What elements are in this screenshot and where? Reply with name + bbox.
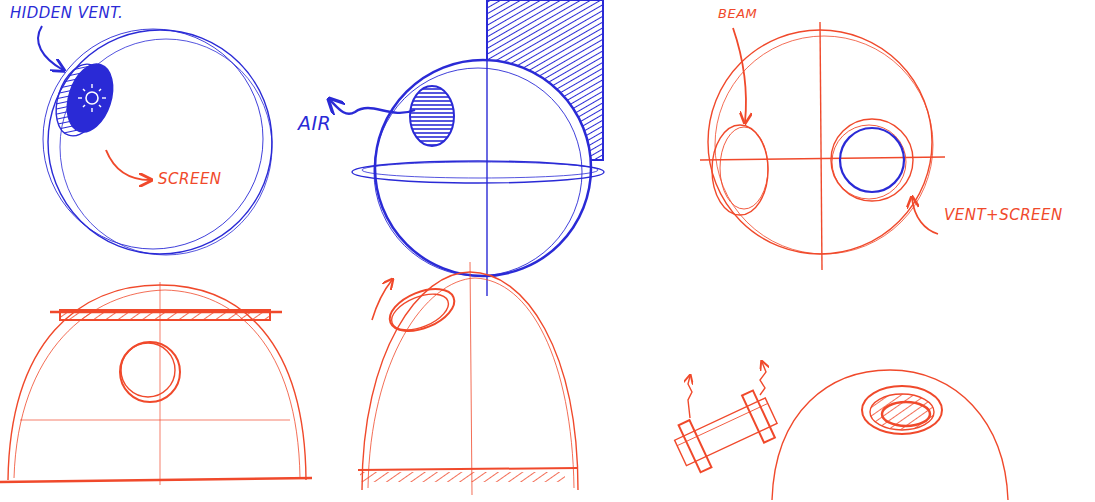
- dome-duct-sketch: [670, 362, 1008, 500]
- dome-duct-sketch-stroke: [772, 370, 1008, 500]
- sphere-sketch-stroke: [78, 84, 106, 112]
- dome-top-vent-sketch-stroke: [372, 280, 392, 320]
- callout-label: AIR: [296, 112, 333, 135]
- sphere-beam-sketch-stroke: [832, 125, 906, 199]
- dome-air-sketch-stroke: [486, 0, 487, 296]
- sphere-sketch-stroke: [99, 89, 101, 91]
- dome-duct-sketch-stroke: [870, 394, 934, 430]
- sphere-sketch-stroke: [38, 26, 63, 70]
- dome-top-vent-sketch-stroke: [360, 472, 565, 482]
- sphere-sketch-stroke: [83, 89, 85, 91]
- sphere-sketch-stroke: [83, 105, 85, 107]
- dome-air-sketch-stroke: [362, 162, 598, 178]
- dome-air-sketch-stroke: [410, 86, 454, 146]
- dome-top-vent-sketch-stroke: [470, 262, 472, 495]
- sphere-sketch-stroke: [91, 84, 92, 88]
- dome-air-sketch-stroke: [374, 68, 582, 276]
- sphere-beam-sketch: [700, 22, 945, 270]
- sphere-sketch-stroke: [43, 29, 263, 249]
- sphere-sketch-stroke: [48, 30, 272, 254]
- dome-duct-sketch-stroke: [679, 420, 712, 472]
- dome-stripe-sketch-stroke: [20, 420, 290, 421]
- sphere-sketch-stroke: [99, 105, 101, 107]
- sphere-sketch-stroke: [59, 58, 121, 138]
- dome-duct-sketch-stroke: [670, 387, 783, 476]
- dome-air-sketch-stroke: [330, 100, 415, 114]
- dome-top-vent-sketch-stroke: [358, 468, 578, 470]
- dome-duct-sketch-stroke: [742, 390, 775, 442]
- dome-stripe-sketch-stroke: [121, 343, 175, 397]
- dome-air-sketch-stroke: [352, 161, 604, 183]
- sphere-beam-sketch-stroke: [712, 125, 768, 215]
- dome-air-sketch: [330, 0, 604, 296]
- sphere-sketch-stroke: [106, 150, 150, 180]
- sphere-beam-sketch-stroke: [912, 198, 938, 234]
- sphere-sketch-stroke: [102, 97, 106, 98]
- dome-stripe-sketch-stroke: [50, 311, 282, 314]
- sphere-sketch-stroke: [91, 108, 92, 112]
- dome-duct-sketch-stroke: [677, 403, 768, 445]
- dome-air-sketch-stroke: [375, 60, 591, 276]
- dome-stripe-sketch-stroke: [160, 282, 161, 485]
- sphere-beam-sketch-stroke: [840, 128, 904, 192]
- callout-label: HIDDEN VENT.: [8, 4, 125, 23]
- dome-duct-sketch-stroke: [688, 376, 692, 418]
- dome-duct-sketch-stroke: [862, 386, 942, 434]
- sphere-beam-sketch-stroke: [733, 28, 746, 122]
- sphere-beam-sketch-stroke: [715, 36, 933, 254]
- sphere-sketch-stroke: [86, 92, 98, 104]
- callout-label: SCREEN: [156, 170, 224, 189]
- sphere-beam-sketch-stroke: [720, 127, 768, 209]
- callout-label: BEAM: [716, 6, 759, 22]
- sphere-sketch-stroke: [78, 97, 82, 98]
- dome-stripe-sketch-stroke: [120, 342, 180, 402]
- dome-stripe-sketch: [0, 282, 312, 485]
- dome-stripe-sketch-stroke: [0, 478, 312, 482]
- dome-duct-sketch-stroke: [882, 402, 930, 426]
- dome-stripe-sketch-stroke: [14, 290, 300, 478]
- sphere-beam-sketch-stroke: [831, 119, 913, 201]
- sphere-beam-sketch-stroke: [700, 157, 945, 160]
- dome-top-vent-sketch-stroke: [387, 287, 454, 337]
- sphere-sketch-stroke: [60, 39, 272, 255]
- sphere-beam-sketch-stroke: [820, 22, 822, 270]
- callout-label: VENT+SCREEN: [942, 206, 1065, 225]
- dome-duct-sketch-stroke: [760, 362, 766, 395]
- dome-stripe-sketch-stroke: [8, 285, 306, 480]
- dome-top-vent-sketch: [358, 262, 578, 495]
- dome-top-vent-sketch-stroke: [384, 281, 461, 340]
- sphere-sketch: [38, 26, 272, 255]
